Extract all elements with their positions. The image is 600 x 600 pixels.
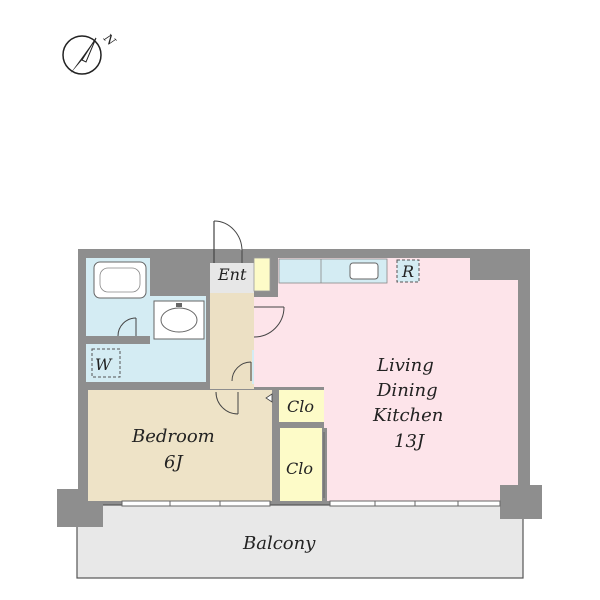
bedroom [88, 390, 272, 501]
label-bedroom-size: 6J [164, 452, 184, 473]
windows [121, 500, 501, 507]
label-bedroom: Bedroom [131, 426, 215, 447]
label-balcony: Balcony [242, 533, 316, 554]
refrigerator-space [396, 259, 420, 283]
label-refrigerator: R [401, 262, 414, 281]
closet-lower [280, 428, 322, 501]
entrance-door-arc [213, 220, 243, 252]
label-closet-lower: Clo [286, 459, 313, 478]
compass-label: N [100, 30, 118, 48]
living-dining-kitchen [254, 258, 518, 501]
shoe-cabinet [253, 257, 271, 292]
column-right [500, 485, 542, 519]
label-ent: Ent [217, 265, 247, 284]
label-kitchen: Kitchen [372, 405, 443, 426]
balcony [76, 504, 524, 579]
label-dining: Dining [376, 380, 438, 401]
kitchen-sink [349, 262, 379, 280]
label-washer: W [95, 355, 113, 374]
entrance-area [210, 263, 254, 293]
north-arrow-icon: N [62, 30, 119, 75]
closet-upper [279, 390, 324, 422]
entrance-corridor [210, 293, 254, 389]
label-closet-upper: Clo [287, 397, 314, 416]
laundry-area [86, 344, 206, 382]
washer-space [91, 348, 121, 378]
label-living: Living [376, 355, 434, 376]
label-ldk-size: 13J [394, 431, 426, 452]
